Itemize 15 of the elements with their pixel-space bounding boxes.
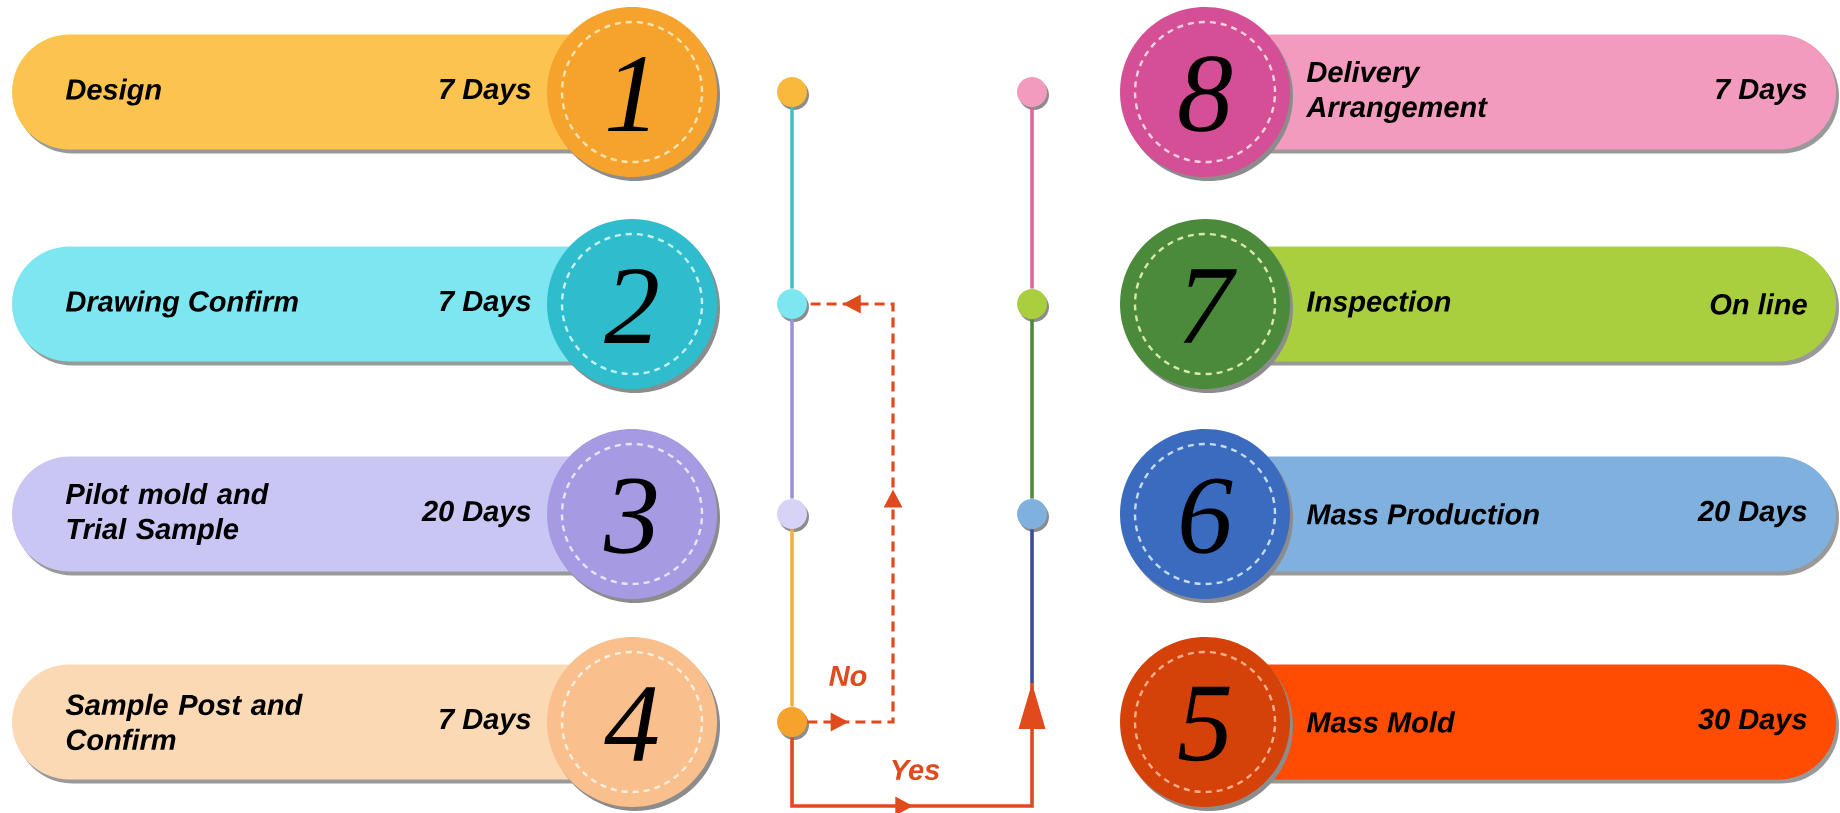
timeline-line [1030, 107, 1034, 289]
timeline-line [790, 107, 794, 289]
timeline-dot [777, 499, 809, 532]
timeline-dot [777, 77, 809, 110]
timeline-dot [777, 289, 809, 322]
edge-label: Yes [887, 757, 943, 783]
timeline-line [1030, 529, 1034, 683]
edge-label: No [826, 663, 870, 689]
timeline-line [790, 529, 794, 707]
timeline-dot [1017, 77, 1049, 110]
timeline-line [1030, 319, 1034, 499]
timeline-dot [777, 707, 809, 740]
timeline-line [790, 319, 794, 499]
timeline-dot [1017, 499, 1049, 532]
timeline-dot [1017, 289, 1049, 322]
